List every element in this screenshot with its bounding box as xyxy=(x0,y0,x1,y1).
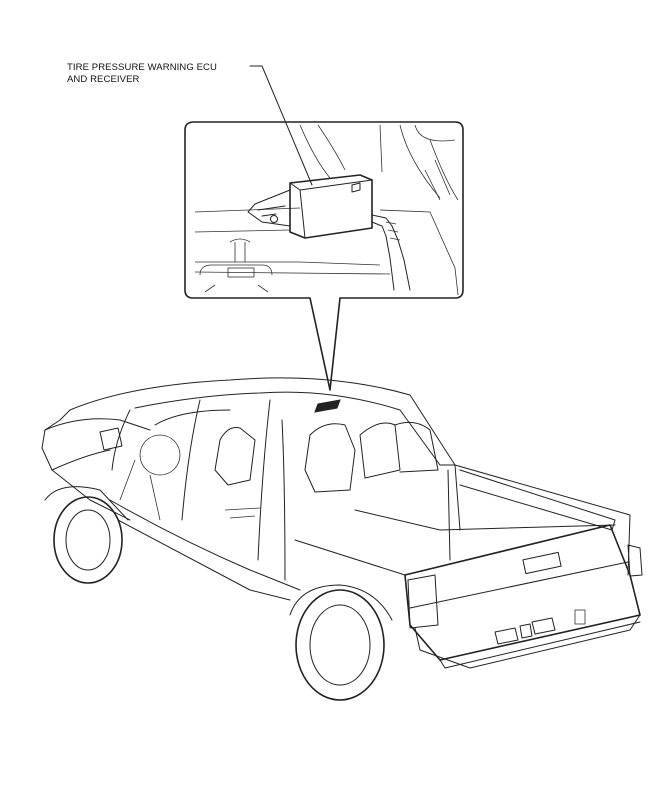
ecu-receiver-unit xyxy=(247,174,411,291)
detail-inset xyxy=(184,121,464,391)
callout-label-line-2: AND RECEIVER xyxy=(67,74,140,85)
callout-leader-line xyxy=(249,65,313,186)
pickup-truck xyxy=(41,377,643,701)
component-callout-label: TIRE PRESSURE WARNING ECU AND RECEIVER xyxy=(67,62,217,86)
ecu-location-marker xyxy=(314,399,341,413)
callout-label-line-1: TIRE PRESSURE WARNING ECU xyxy=(67,62,217,73)
